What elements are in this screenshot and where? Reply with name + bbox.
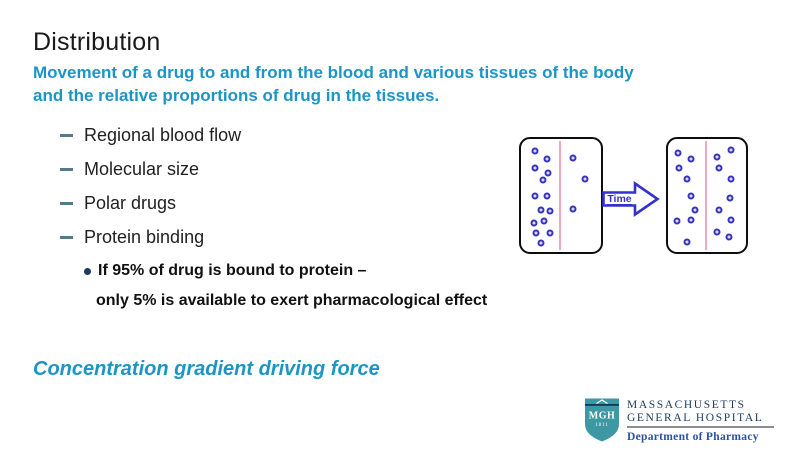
drug-molecule-dot [531,147,539,155]
logo-org-line-1: MASSACHUSETTS [627,399,746,411]
drug-molecule-dot [532,229,540,237]
drug-molecule-dot [531,192,539,199]
shield-year-text: 1811 [595,423,609,428]
drug-molecule-dot [683,175,691,183]
bullet-item-polar-drugs: Polar drugs [60,187,241,220]
logo-text-block: MASSACHUSETTS GENERAL HOSPITAL Departmen… [627,397,774,443]
drug-molecule-dot [725,233,733,241]
slide-subtitle: Movement of a drug to and from the blood… [33,61,634,107]
dash-bullet-icon [60,134,73,137]
bullet-label: Protein binding [84,227,205,247]
drug-molecule-dot [691,206,699,214]
drug-molecule-dot [727,216,735,224]
bullet-item-regional-blood-flow: Regional blood flow [60,119,241,152]
dash-bullet-icon [60,202,73,205]
subpoint-line-1: If 95% of drug is bound to protein – [84,257,644,285]
logo-divider [627,426,774,428]
subpoint-text: If 95% of drug is bound to protein – [98,262,367,279]
drug-molecule-dot [531,164,539,172]
diffusion-box-after [666,137,748,254]
bullet-label: Regional blood flow [84,125,242,145]
logo-org-line-2: GENERAL HOSPITAL [627,411,764,424]
bullet-label: Molecular size [84,159,200,179]
drug-molecule-dot [537,206,545,214]
drug-molecule-dot [544,169,552,177]
slide-title: Distribution [33,28,161,56]
drug-molecule-dot [673,217,681,225]
mgh-logo: MGH 1811 MASSACHUSETTS GENERAL HOSPITAL … [583,397,774,443]
protein-binding-subpoint: If 95% of drug is bound to protein – onl… [84,257,644,310]
drug-molecule-dot [687,216,695,224]
drug-molecule-dot [683,238,691,246]
drug-molecule-dot [687,155,695,163]
bullet-item-protein-binding: Protein binding [60,221,241,254]
drug-molecule-dot [537,239,545,247]
drug-molecule-dot [569,154,577,162]
logo-department: Department of Pharmacy [627,431,759,443]
drug-molecule-dot [569,205,577,213]
drug-molecule-dot [687,192,695,199]
drug-molecule-dot [530,219,538,227]
drug-molecule-dot [727,146,735,154]
subpoint-line-2: only 5% is available to exert pharmacolo… [84,292,644,310]
subtitle-line-2: and the relative proportions of drug in … [33,86,440,105]
shield-mgh-text: MGH [589,411,616,422]
drug-molecule-dot [581,175,589,183]
membrane-line [558,141,561,250]
drug-molecule-dot [726,194,734,202]
drug-molecule-dot [675,164,683,172]
drug-molecule-dot [543,192,551,199]
time-arrow-label: Time [607,193,631,205]
drug-molecule-dot [546,207,554,215]
time-arrow-icon: Time [602,181,660,217]
drug-molecule-dot [540,217,548,225]
subtitle-line-1: Movement of a drug to and from the blood… [33,63,634,82]
drug-molecule-dot [715,164,723,172]
mgh-shield-icon: MGH 1811 [585,398,619,442]
bullet-item-molecular-size: Molecular size [60,153,241,186]
drug-molecule-dot [713,153,721,161]
subpoint-text: only 5% is available to exert pharmacolo… [96,292,488,309]
membrane-line [704,141,707,250]
bullet-list: Regional blood flow Molecular size Polar… [60,119,241,255]
drug-molecule-dot [543,155,551,163]
drug-molecule-dot [546,229,554,237]
drug-molecule-dot [674,149,682,157]
dash-bullet-icon [60,168,73,171]
drug-molecule-dot [727,175,735,183]
diffusion-box-before [519,137,603,254]
drug-molecule-dot [539,176,547,184]
concentration-gradient-text: Concentration gradient driving force [33,358,380,380]
round-bullet-icon [84,267,91,275]
drug-molecule-dot [715,206,723,214]
drug-molecule-dot [713,228,721,236]
dash-bullet-icon [60,236,73,239]
bullet-label: Polar drugs [84,193,177,213]
